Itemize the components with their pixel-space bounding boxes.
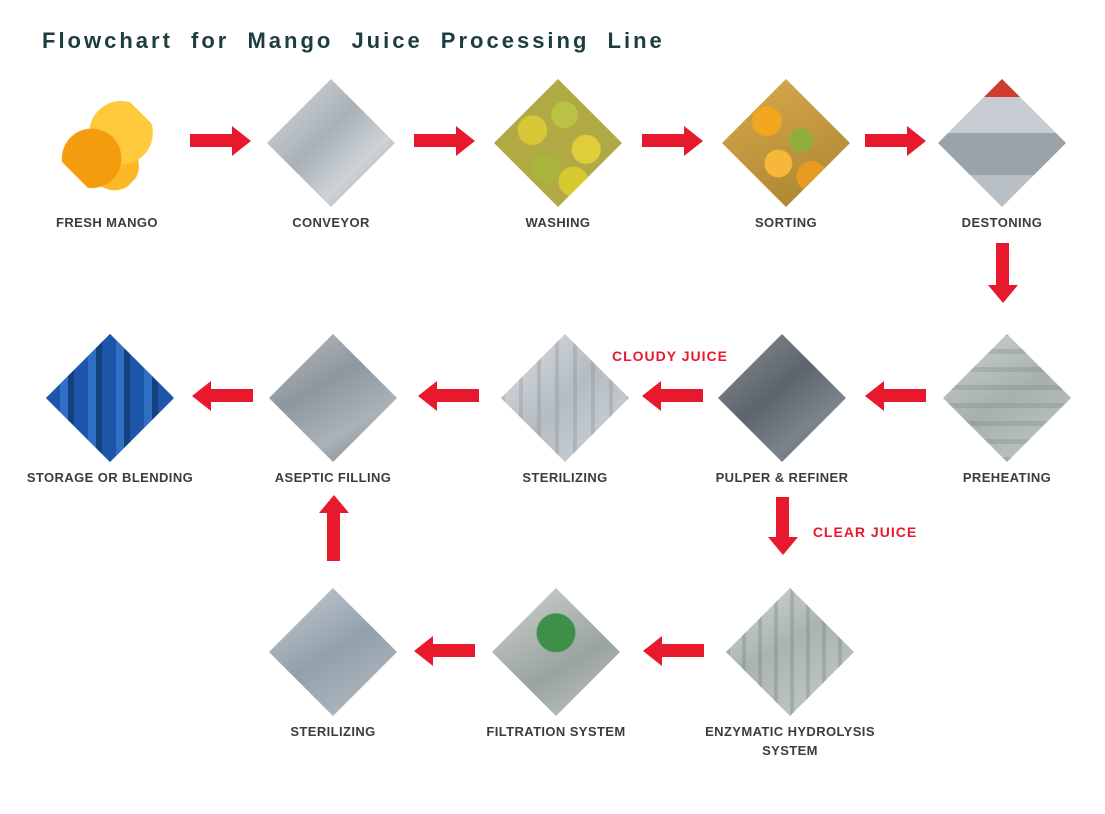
arrow-fresh-mango-to-conveyor xyxy=(190,134,232,147)
sorting-label: SORTING xyxy=(754,215,818,230)
storage-or-blending-photo xyxy=(46,334,174,462)
filtration-system-photo xyxy=(492,588,620,716)
preheating-photo xyxy=(943,334,1071,462)
sterilizing-lower-photo xyxy=(269,588,397,716)
enzymatic-hydrolysis-label: ENZYMATIC HYDROLYSIS SYSTEM xyxy=(705,724,875,758)
node-filtration-system: FILTRATION SYSTEM xyxy=(486,588,625,739)
aseptic-filling-photo xyxy=(269,334,397,462)
node-destoning: DESTONING xyxy=(938,79,1066,230)
page-title: Flowchart for Mango Juice Processing Lin… xyxy=(42,28,665,53)
sorting-photo xyxy=(722,79,850,207)
pulper-refiner-label: PULPER & REFINER xyxy=(715,470,849,485)
washing-label: WASHING xyxy=(525,215,591,230)
arrow-washing-to-sorting xyxy=(642,134,684,147)
aseptic-filling-label: ASEPTIC FILLING xyxy=(274,470,392,485)
node-washing: WASHING xyxy=(494,79,622,230)
arrow-preheating-to-pulper-refiner xyxy=(884,389,926,402)
node-preheating: PREHEATING xyxy=(943,334,1071,485)
sterilizing-upper-label: STERILIZING xyxy=(522,470,608,485)
arrow-destoning-to-preheating xyxy=(996,243,1009,285)
node-fresh-mango: FRESH MANGO xyxy=(43,79,171,230)
storage-or-blending-label: STORAGE OR BLENDING xyxy=(26,470,194,485)
arrow-sorting-to-destoning xyxy=(865,134,907,147)
arrow-filtration-to-sterilizing-lower xyxy=(433,644,475,657)
node-aseptic-filling: ASEPTIC FILLING xyxy=(269,334,397,485)
fresh-mango-label: FRESH MANGO xyxy=(56,215,158,230)
node-enzymatic-hydrolysis: ENZYMATIC HYDROLYSIS SYSTEM xyxy=(705,588,874,758)
arrow-enzymatic-to-filtration xyxy=(662,644,704,657)
node-sorting: SORTING xyxy=(722,79,850,230)
conveyor-photo xyxy=(267,79,395,207)
node-storage-or-blending: STORAGE OR BLENDING xyxy=(27,334,193,485)
sterilizing-lower-label: STERILIZING xyxy=(290,724,376,739)
filtration-system-label: FILTRATION SYSTEM xyxy=(486,724,626,739)
node-sterilizing-lower: STERILIZING xyxy=(269,588,397,739)
preheating-label: PREHEATING xyxy=(962,470,1052,485)
cloudy-juice-label: CLOUDY JUICE xyxy=(612,348,728,364)
washing-photo xyxy=(494,79,622,207)
enzymatic-hydrolysis-photo xyxy=(726,588,854,716)
arrow-conveyor-to-washing xyxy=(414,134,456,147)
destoning-photo xyxy=(938,79,1066,207)
clear-juice-label: CLEAR JUICE xyxy=(812,524,918,540)
arrow-aseptic-filling-to-storage xyxy=(211,389,253,402)
fresh-mango-photo xyxy=(43,79,171,207)
node-pulper-refiner: PULPER & REFINER xyxy=(716,334,848,485)
arrow-sterilizing-lower-to-aseptic-filling xyxy=(327,513,340,561)
node-conveyor: CONVEYOR xyxy=(267,79,395,230)
node-sterilizing-upper: STERILIZING xyxy=(501,334,629,485)
arrow-sterilizing-to-aseptic-filling xyxy=(437,389,479,402)
conveyor-label: CONVEYOR xyxy=(292,215,370,230)
destoning-label: DESTONING xyxy=(961,215,1043,230)
arrow-pulper-refiner-to-sterilizing xyxy=(661,389,703,402)
arrow-pulper-refiner-to-enzymatic xyxy=(776,497,789,537)
